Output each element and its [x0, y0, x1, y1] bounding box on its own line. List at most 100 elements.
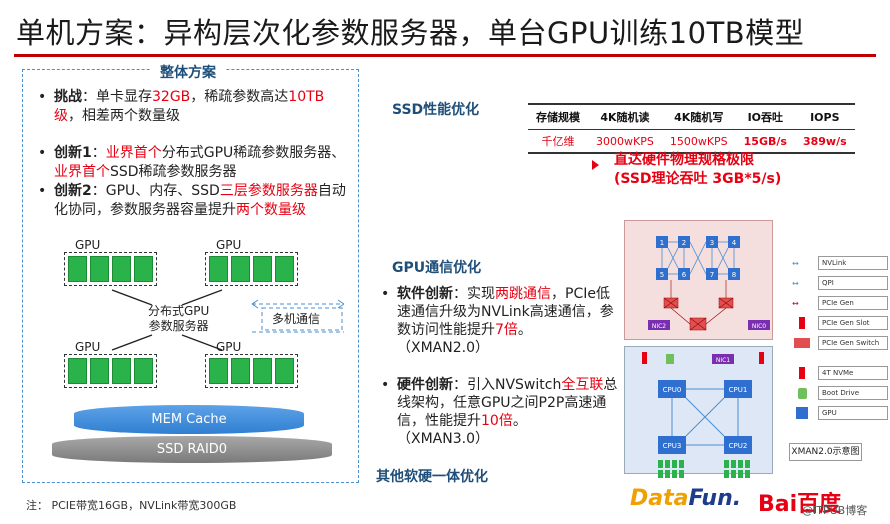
gpu-card [209, 358, 228, 384]
cpu-icon [724, 436, 752, 454]
cpu-icon [658, 436, 686, 454]
legend-item: GPU [792, 406, 888, 420]
watermark: @ITPUB博客 [802, 504, 868, 517]
bullet-dot: • [38, 183, 47, 199]
gpu-group-bottom-left [64, 354, 157, 388]
gpu-number: 5 [660, 271, 664, 279]
legend-item: 4T NVMe [792, 366, 888, 380]
table-cell: 1500wKPS [661, 129, 736, 154]
nic1-label: NIC1 [716, 357, 730, 364]
gpu-label: GPU [75, 340, 101, 354]
page-title: 单机方案：异构层次化参数服务器，单台GPU训练10TB模型 [16, 16, 805, 50]
other-optimization-heading: 其他软硬一体优化 [376, 469, 488, 485]
pcie-slot-icon [759, 352, 764, 364]
gpu-node-icon [656, 268, 668, 280]
gpu-number: 8 [732, 271, 736, 279]
legend-item: PCIe Gen Slot [792, 316, 888, 330]
bullet-innovation-1: • 创新1：业界首个分布式GPU稀疏参数服务器、业界首个SSD稀疏参数服务器 [38, 145, 346, 180]
gpu-card [231, 358, 250, 384]
gpu-card [90, 256, 109, 282]
gpu-number: 2 [682, 239, 686, 247]
gpu-number: 3 [710, 239, 714, 247]
nic-icon [648, 320, 670, 330]
nic-icon [712, 354, 734, 364]
table-header: IO吞吐 [735, 103, 795, 130]
table-cell: 15GB/s [735, 129, 795, 154]
ssd-optimization-heading: SSD性能优化 [392, 102, 480, 118]
bullet-challenge: • 挑战：单卡显存32GB，稀疏参数高达10TB级，相差两个数量级 [38, 89, 325, 124]
bullet-dot: • [38, 89, 47, 105]
multi-machine-comm-label: 多机通信 [272, 312, 321, 326]
pcie-line-icon: ↔ [792, 298, 799, 308]
gpu-node-icon [656, 236, 668, 248]
boot-drive-icon [666, 354, 674, 364]
gpu-group-bottom-right [205, 354, 298, 388]
gpu-card [112, 358, 131, 384]
table-header: 4K随机写 [661, 103, 736, 130]
bullet-hardware-innovation: • 硬件创新：引入NVSwitch全互联总线架构，任意GPU之间P2P高速通信，… [381, 377, 618, 447]
gpu-node-icon [678, 268, 690, 280]
table-header: IOPS [794, 103, 855, 130]
nvme-legend-icon [792, 367, 812, 379]
gpu-group-top-right [205, 252, 298, 286]
pcie-slot-icon [642, 352, 647, 364]
legend-item: PCIe Gen Switch [792, 336, 888, 350]
bullet-dot: • [381, 377, 390, 393]
gpu-number: 1 [660, 239, 664, 247]
bullet-innovation-2: • 创新2：GPU、内存、SSD三层参数服务器自动化协同，参数服务器容量提升两个… [38, 183, 346, 218]
gpu-label: GPU [216, 340, 242, 354]
title-underline [14, 54, 876, 57]
gpu-node-icon [706, 236, 718, 248]
gpu-card [68, 256, 87, 282]
xman-caption: XMAN2.0示意图 [789, 443, 862, 461]
gpu-label: GPU [75, 238, 101, 252]
gpu-node-icon [728, 236, 740, 248]
legend-item: ↔PCIe Gen [792, 296, 888, 310]
bullet-dot: • [38, 145, 47, 161]
nic2-label: NIC2 [652, 323, 666, 330]
bullet-software-innovation: • 软件创新：实现两跳通信，PCIe低速通信升级为NVLink高速通信，参数访问… [381, 286, 614, 356]
pcie-slot-legend-icon [792, 317, 812, 329]
table-cell: 千亿维 [528, 129, 588, 154]
nic0-label: NIC0 [752, 323, 766, 330]
gpu-card [253, 256, 272, 282]
mem-cache-layer: MEM Cache [74, 405, 304, 434]
legend-item: ↔QPI [792, 276, 888, 290]
cpu3-label: CPU3 [663, 442, 682, 450]
gpu-card [231, 256, 250, 282]
gpu-node-icon [678, 236, 690, 248]
legend-item: ↔NVLink [792, 256, 888, 270]
gpu-number: 6 [682, 271, 687, 279]
ssd-perf-table: 存储规模 4K随机读 4K随机写 IO吞吐 IOPS 千亿维 3000wKPS … [528, 103, 855, 154]
gpu-legend-icon [792, 407, 812, 419]
ssd-claim-1: 直达硬件物理规格极限 [614, 152, 754, 168]
table-cell: 389w/s [794, 129, 855, 154]
gpu-card [209, 256, 228, 282]
diagram-legend: ↔NVLink ↔QPI ↔PCIe Gen PCIe Gen Slot PCI… [792, 256, 888, 420]
gpu-card [134, 256, 153, 282]
gpu-number: 4 [732, 239, 737, 247]
datafun-logo: DataFun. [630, 486, 742, 511]
cpu-icon [658, 380, 686, 398]
gpu-card [253, 358, 272, 384]
gpu-connections [111, 289, 345, 351]
baidu-logo: Bai百度 [758, 492, 842, 517]
cpu1-label: CPU1 [729, 386, 748, 394]
table-header: 存储规模 [528, 103, 588, 130]
ssd-raid0-layer: SSD RAID0 [52, 436, 332, 463]
cpu-icon [724, 380, 752, 398]
bullet-dot: • [381, 286, 390, 302]
gpu-group-top-left [64, 252, 157, 286]
gpu-card [112, 256, 131, 282]
pcie-switch-legend-icon [792, 338, 812, 348]
gpu-node-icon [728, 268, 740, 280]
boot-drive-legend-icon [792, 387, 812, 399]
gpu-card [90, 358, 109, 384]
arrow-icon [592, 160, 599, 170]
nic-icon [748, 320, 770, 330]
bandwidth-note: 注： PCIE带宽16GB，NVLink带宽300GB [26, 499, 237, 512]
gpu-card [275, 256, 294, 282]
legend-item: Boot Drive [792, 386, 888, 400]
distributed-ps-label: 分布式GPU 参数服务器 [148, 304, 210, 333]
gpu-card [134, 358, 153, 384]
